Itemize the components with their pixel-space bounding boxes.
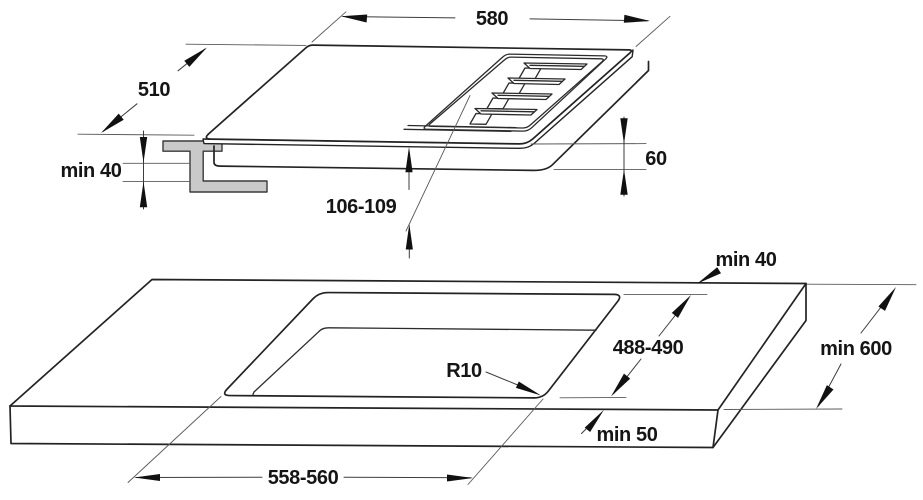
hob-body: [213, 60, 650, 172]
dim-corner-radius: R10: [446, 360, 541, 396]
dim-rear-clearance: min 40: [623, 249, 917, 296]
dim-label-hob-width: 580: [476, 8, 508, 30]
burner-grate-area: [403, 53, 608, 133]
cutout-opening: [223, 291, 621, 399]
dim-front-clearance: min 50: [581, 409, 658, 446]
grate-finger: [486, 92, 553, 110]
dim-label-cutout-depth: 488-490: [613, 337, 684, 359]
dim-cutout-depth: 488-490: [559, 295, 691, 399]
dim-hob-depth: 510: [77, 43, 307, 136]
dim-label-cutout-width: 558-560: [268, 467, 339, 489]
dim-worktop-depth: min 600: [723, 287, 896, 410]
dim-body-depth: 106-109: [326, 95, 471, 259]
hob-isometric-view: 580 510 min 40 60: [61, 8, 671, 259]
dim-label-body-depth: 106-109: [326, 196, 397, 218]
grate-finger: [502, 77, 566, 95]
dim-hob-width: 580: [311, 8, 671, 47]
dim-label-front-clearance: min 50: [597, 424, 658, 446]
worktop-top-face: [9, 278, 807, 411]
worktop-cutout-view: min 40 488-490 min 600 R10 m: [9, 249, 917, 489]
dim-label-clearance-below: min 40: [61, 160, 122, 182]
dim-label-hob-depth: 510: [138, 79, 170, 101]
mounting-bracket-profile: [162, 140, 268, 193]
dim-label-worktop-depth: min 600: [820, 338, 892, 360]
dim-label-corner-radius: R10: [446, 360, 482, 382]
worktop-right-face: [712, 282, 807, 449]
worktop-front-face: [9, 405, 719, 449]
dim-clearance-below: min 40: [61, 130, 191, 210]
cutout-inner-walls: [251, 327, 597, 397]
grate-front-rail: [403, 124, 517, 133]
dim-cutout-width: 558-560: [127, 396, 544, 489]
dim-label-hob-height: 60: [645, 148, 667, 170]
dim-hob-height: 60: [530, 116, 667, 197]
grate-finger: [469, 107, 538, 125]
dim-label-rear-clearance: min 40: [716, 249, 777, 271]
grate-finger: [518, 62, 588, 80]
